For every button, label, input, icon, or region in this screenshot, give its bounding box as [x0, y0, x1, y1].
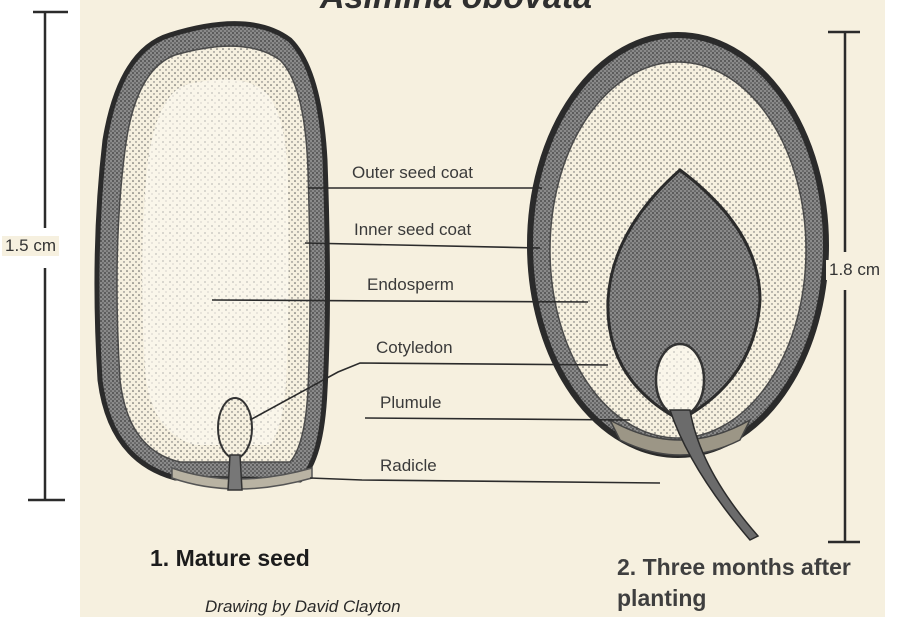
mature-seed-endosperm: [142, 79, 289, 445]
label-cotyledon: Cotyledon: [376, 338, 453, 358]
measurement-germinated-seed: 1.8 cm: [826, 260, 883, 280]
caption-germinated-seed: 2. Three months after planting: [617, 552, 887, 614]
drawing-credit: Drawing by David Clayton: [205, 597, 401, 617]
germinated-seed-plumule: [656, 344, 704, 416]
mature-seed: [97, 24, 328, 490]
label-endosperm: Endosperm: [367, 275, 454, 295]
label-outer-seed-coat: Outer seed coat: [352, 163, 473, 183]
germinated-seed: [530, 35, 826, 540]
figure-title: Asimina obovata: [320, 0, 592, 17]
measure-bar-mature: [28, 12, 68, 500]
mature-seed-cotyledon: [218, 398, 252, 458]
measure-bar-germinated: [828, 32, 860, 542]
label-plumule: Plumule: [380, 393, 441, 413]
label-radicle: Radicle: [380, 456, 437, 476]
label-inner-seed-coat: Inner seed coat: [354, 220, 471, 240]
caption-mature-seed: 1. Mature seed: [150, 545, 310, 572]
measurement-mature-seed: 1.5 cm: [2, 236, 59, 256]
leader-radicle: [310, 478, 660, 483]
leader-inner-seed-coat: [305, 243, 540, 248]
mature-seed-radicle: [228, 455, 242, 490]
